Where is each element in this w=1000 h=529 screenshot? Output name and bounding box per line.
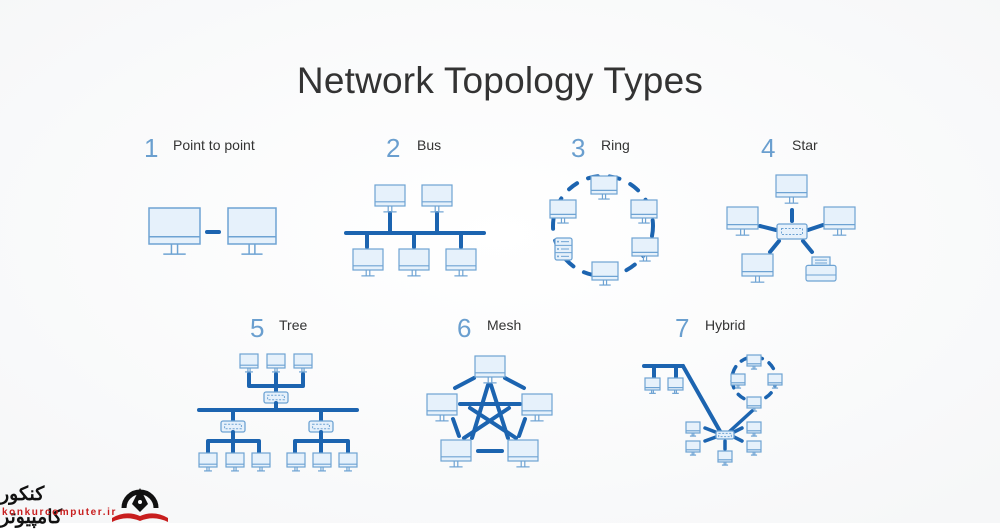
- switch-icon: [220, 420, 246, 433]
- monitor-icon: [312, 452, 332, 472]
- switch-icon: [776, 223, 808, 240]
- monitor-icon: [767, 373, 783, 389]
- topology-number: 7: [675, 313, 690, 343]
- link-line: [758, 224, 778, 232]
- monitor-icon: [374, 184, 406, 213]
- monitor-icon: [726, 206, 759, 236]
- ring-link: [551, 174, 655, 278]
- monitor-icon: [440, 439, 472, 468]
- monitor-icon: [746, 396, 762, 412]
- topology-label: Star: [792, 137, 818, 153]
- monitor-icon: [746, 440, 762, 456]
- monitor-icon: [730, 373, 746, 389]
- topology-label: Hybrid: [705, 317, 746, 333]
- monitor-icon: [286, 452, 306, 472]
- monitor-icon: [685, 440, 701, 456]
- monitor-icon: [631, 237, 659, 262]
- topology-number: 6: [457, 313, 472, 343]
- link-line: [703, 435, 718, 443]
- brand-name: کنکور کامپیوتر: [0, 484, 63, 528]
- link-line: [453, 376, 476, 390]
- monitor-icon: [474, 355, 506, 384]
- topology-number: 4: [761, 133, 776, 163]
- monitor-icon: [746, 421, 762, 437]
- link-line: [462, 406, 511, 440]
- link-line: [451, 417, 461, 438]
- printer-icon: [805, 256, 837, 282]
- monitor-icon: [591, 261, 619, 286]
- monitor-icon: [198, 452, 218, 472]
- link-line: [768, 239, 781, 254]
- link-line: [801, 239, 814, 254]
- link-line: [727, 409, 754, 434]
- monitor-icon: [398, 248, 430, 277]
- topology-number: 2: [386, 133, 401, 163]
- fountain-pen-book-icon: [112, 488, 168, 522]
- monitor-icon: [227, 207, 277, 255]
- monitor-icon: [775, 174, 808, 204]
- monitor-icon: [521, 393, 553, 422]
- monitor-icon: [667, 377, 684, 394]
- monitor-icon: [421, 184, 453, 213]
- topology-number: 5: [250, 313, 265, 343]
- topology-label: Tree: [279, 317, 308, 333]
- monitor-icon: [239, 353, 259, 373]
- monitor-icon: [266, 353, 286, 373]
- monitor-icon: [685, 421, 701, 437]
- monitor-icon: [746, 354, 762, 370]
- server-icon: [554, 237, 573, 261]
- page-title: Network Topology Types: [296, 60, 704, 101]
- monitor-icon: [445, 248, 477, 277]
- link-line: [732, 435, 744, 443]
- monitor-icon: [507, 439, 539, 468]
- monitor-icon: [352, 248, 384, 277]
- brand-url: konkurcomputer.ir: [2, 507, 117, 518]
- monitor-icon: [630, 199, 658, 224]
- topology-label: Point to point: [173, 137, 255, 153]
- monitor-icon: [148, 207, 201, 255]
- link-line: [468, 406, 518, 440]
- monitor-icon: [549, 199, 577, 224]
- monitor-icon: [590, 175, 618, 200]
- monitor-icon: [741, 253, 774, 283]
- link-line: [681, 364, 723, 435]
- topology-label: Bus: [417, 137, 442, 153]
- link-line: [503, 376, 526, 390]
- topology-label: Ring: [601, 137, 630, 153]
- monitor-icon: [338, 452, 358, 472]
- monitor-icon: [293, 353, 313, 373]
- monitor-icon: [251, 452, 271, 472]
- link-line: [806, 223, 825, 232]
- hub-icon: [715, 430, 735, 440]
- monitor-icon: [225, 452, 245, 472]
- topology-label: Mesh: [487, 317, 522, 333]
- link-line: [517, 417, 527, 438]
- monitor-icon: [823, 206, 856, 236]
- topology-number: 1: [144, 133, 159, 163]
- monitor-icon: [644, 377, 661, 394]
- monitor-icon: [426, 393, 458, 422]
- topology-number: 3: [571, 133, 586, 163]
- monitor-icon: [717, 450, 733, 466]
